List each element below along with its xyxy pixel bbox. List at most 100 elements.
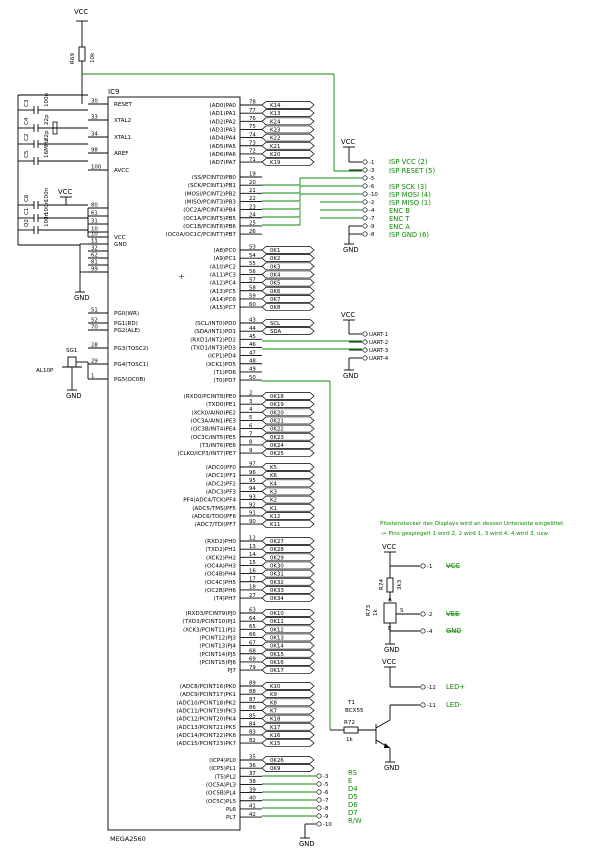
right-pin-name: (PCINT14)PJ5 xyxy=(199,652,236,658)
net-label: 0K10 xyxy=(270,611,284,617)
net-flag xyxy=(261,731,315,739)
cap-value: 100n xyxy=(44,187,50,202)
right-pin-name: (RXD0/PCINT8)PE0 xyxy=(184,394,237,400)
right-pin-name: (A14)PC6 xyxy=(210,297,237,303)
net-flag xyxy=(261,109,315,118)
right-pin-number: 74 xyxy=(249,132,256,138)
disp-data-label: R/W xyxy=(348,817,362,825)
left-pin-number: 70 xyxy=(91,325,98,331)
net-label: K20 xyxy=(270,152,281,158)
right-pin-name: (AD7)PA7 xyxy=(210,160,237,166)
uart-pin-pad xyxy=(362,347,368,353)
uart-label: UART-3 xyxy=(369,348,388,354)
disp-data-label: RS xyxy=(348,769,357,777)
disp-pin-pad xyxy=(420,684,426,690)
vcc-pin-number: 31 xyxy=(91,219,98,225)
disp-data-number: -6 xyxy=(323,790,329,796)
right-pin-name: (AD2)PA2 xyxy=(210,119,236,125)
isp-pin-pad xyxy=(362,215,368,221)
net-label: 0K14 xyxy=(270,644,284,650)
uart-label: UART-2 xyxy=(369,340,388,346)
right-pin-name: (RXD3/PCINT9)PJ0 xyxy=(185,611,236,617)
disp-data-label: D4 xyxy=(348,785,358,793)
right-pin-name: PJ7 xyxy=(227,668,236,674)
right-pin-number: 54 xyxy=(249,253,256,259)
right-pin-name: (OC5A)PL3 xyxy=(206,782,237,788)
isp-label: ISP SCK (3) xyxy=(389,183,427,191)
right-pin-name: (OC1A/PCINT5)PB5 xyxy=(183,216,236,222)
net-label: 0K16 xyxy=(270,660,284,666)
net-label: K9 xyxy=(270,692,278,698)
net-flag xyxy=(261,286,315,295)
right-pin-name: PL6 xyxy=(226,807,236,813)
isp-pin-number: -4 xyxy=(369,208,375,214)
reset-network: VCC R69 10k xyxy=(70,8,335,171)
right-pin-name: (XCK3/PCINT11)PJ2 xyxy=(183,627,236,633)
t1-arrow xyxy=(384,743,390,748)
sg1-body xyxy=(67,356,77,368)
vcc-label-uart: VCC xyxy=(341,311,355,319)
left-pin-name: AREF xyxy=(114,151,128,157)
uart-pin-pad xyxy=(362,355,368,361)
gnd-label-isp: GND xyxy=(343,246,359,254)
right-pin-name: (PCINT15)PJ6 xyxy=(199,660,236,666)
sg1-part: AL10P xyxy=(36,368,54,374)
right-pin-number: 7 xyxy=(249,431,252,437)
net-label: K19 xyxy=(270,160,281,166)
left-pin-number: 29 xyxy=(91,359,98,365)
right-pin-name: (ADC5/TMS)PF5 xyxy=(192,506,236,512)
right-pin-number: 45 xyxy=(249,334,256,340)
right-pin-number: 35 xyxy=(249,755,256,761)
net-flag xyxy=(261,690,315,699)
right-pin-name: (ICP1)PD4 xyxy=(208,354,237,360)
net-flag xyxy=(261,520,315,528)
right-pin-name: PF4(ADC4/TCK)PF4 xyxy=(183,498,236,504)
vcc-pin-number: 10 xyxy=(91,227,98,233)
net-label: SDA xyxy=(270,329,281,335)
trim-pin-a: A xyxy=(388,597,392,603)
r74-value: 3k3 xyxy=(397,579,403,590)
gnd-label-disp3: GND xyxy=(299,840,315,848)
net-label: 0K15 xyxy=(270,652,284,658)
net-label: K22 xyxy=(270,136,280,142)
right-pin-name: (OC2B)PH6 xyxy=(205,588,237,594)
gnd-label-disp1: GND xyxy=(384,646,400,654)
net-label: 0K30 xyxy=(270,563,284,569)
net-flag xyxy=(261,487,315,496)
net-label: K14 xyxy=(270,103,281,109)
right-pin-name: (OC2A/PCINT4)PB4 xyxy=(183,208,236,214)
right-pin-name: (AD3)PA3 xyxy=(210,127,237,133)
net-flag xyxy=(261,449,315,457)
disp-pin-label: LED- xyxy=(446,701,462,709)
left-pin-name: VCC xyxy=(114,235,126,241)
right-pin-number: 72 xyxy=(249,149,256,155)
cap-value: 100n xyxy=(44,92,50,107)
net-flag xyxy=(261,295,315,303)
ic-ref: IC9 xyxy=(108,88,119,96)
right-pin-number: 79 xyxy=(249,665,256,671)
display-note-1: Pfostenstecker des Displays wird an dess… xyxy=(380,521,564,527)
r72-ref: R72 xyxy=(344,720,355,726)
r74-body xyxy=(386,577,394,593)
net-label: K5 xyxy=(270,465,277,471)
right-pin-number: 75 xyxy=(249,124,256,130)
left-pin-name: XTAL1 xyxy=(114,135,132,141)
right-pin-number: 94 xyxy=(249,486,256,492)
net-flag xyxy=(261,424,315,433)
right-pin-name: (ADC7/TDI)PF7 xyxy=(195,522,237,528)
uart-pin-pad xyxy=(362,339,368,345)
isp-pin-number: -9 xyxy=(369,224,375,230)
net-label: K15 xyxy=(270,741,280,747)
disp-data-pad xyxy=(316,813,322,819)
gnd-pin-number: 62 xyxy=(91,253,98,259)
isp-pin-pad xyxy=(362,207,368,213)
net-flag xyxy=(261,319,315,327)
right-pin-number: 69 xyxy=(249,657,256,663)
net-flag xyxy=(261,739,315,747)
right-pin-number: 68 xyxy=(249,648,256,654)
net-flag xyxy=(261,254,315,262)
right-pin-name: (T1)PD6 xyxy=(213,370,236,376)
